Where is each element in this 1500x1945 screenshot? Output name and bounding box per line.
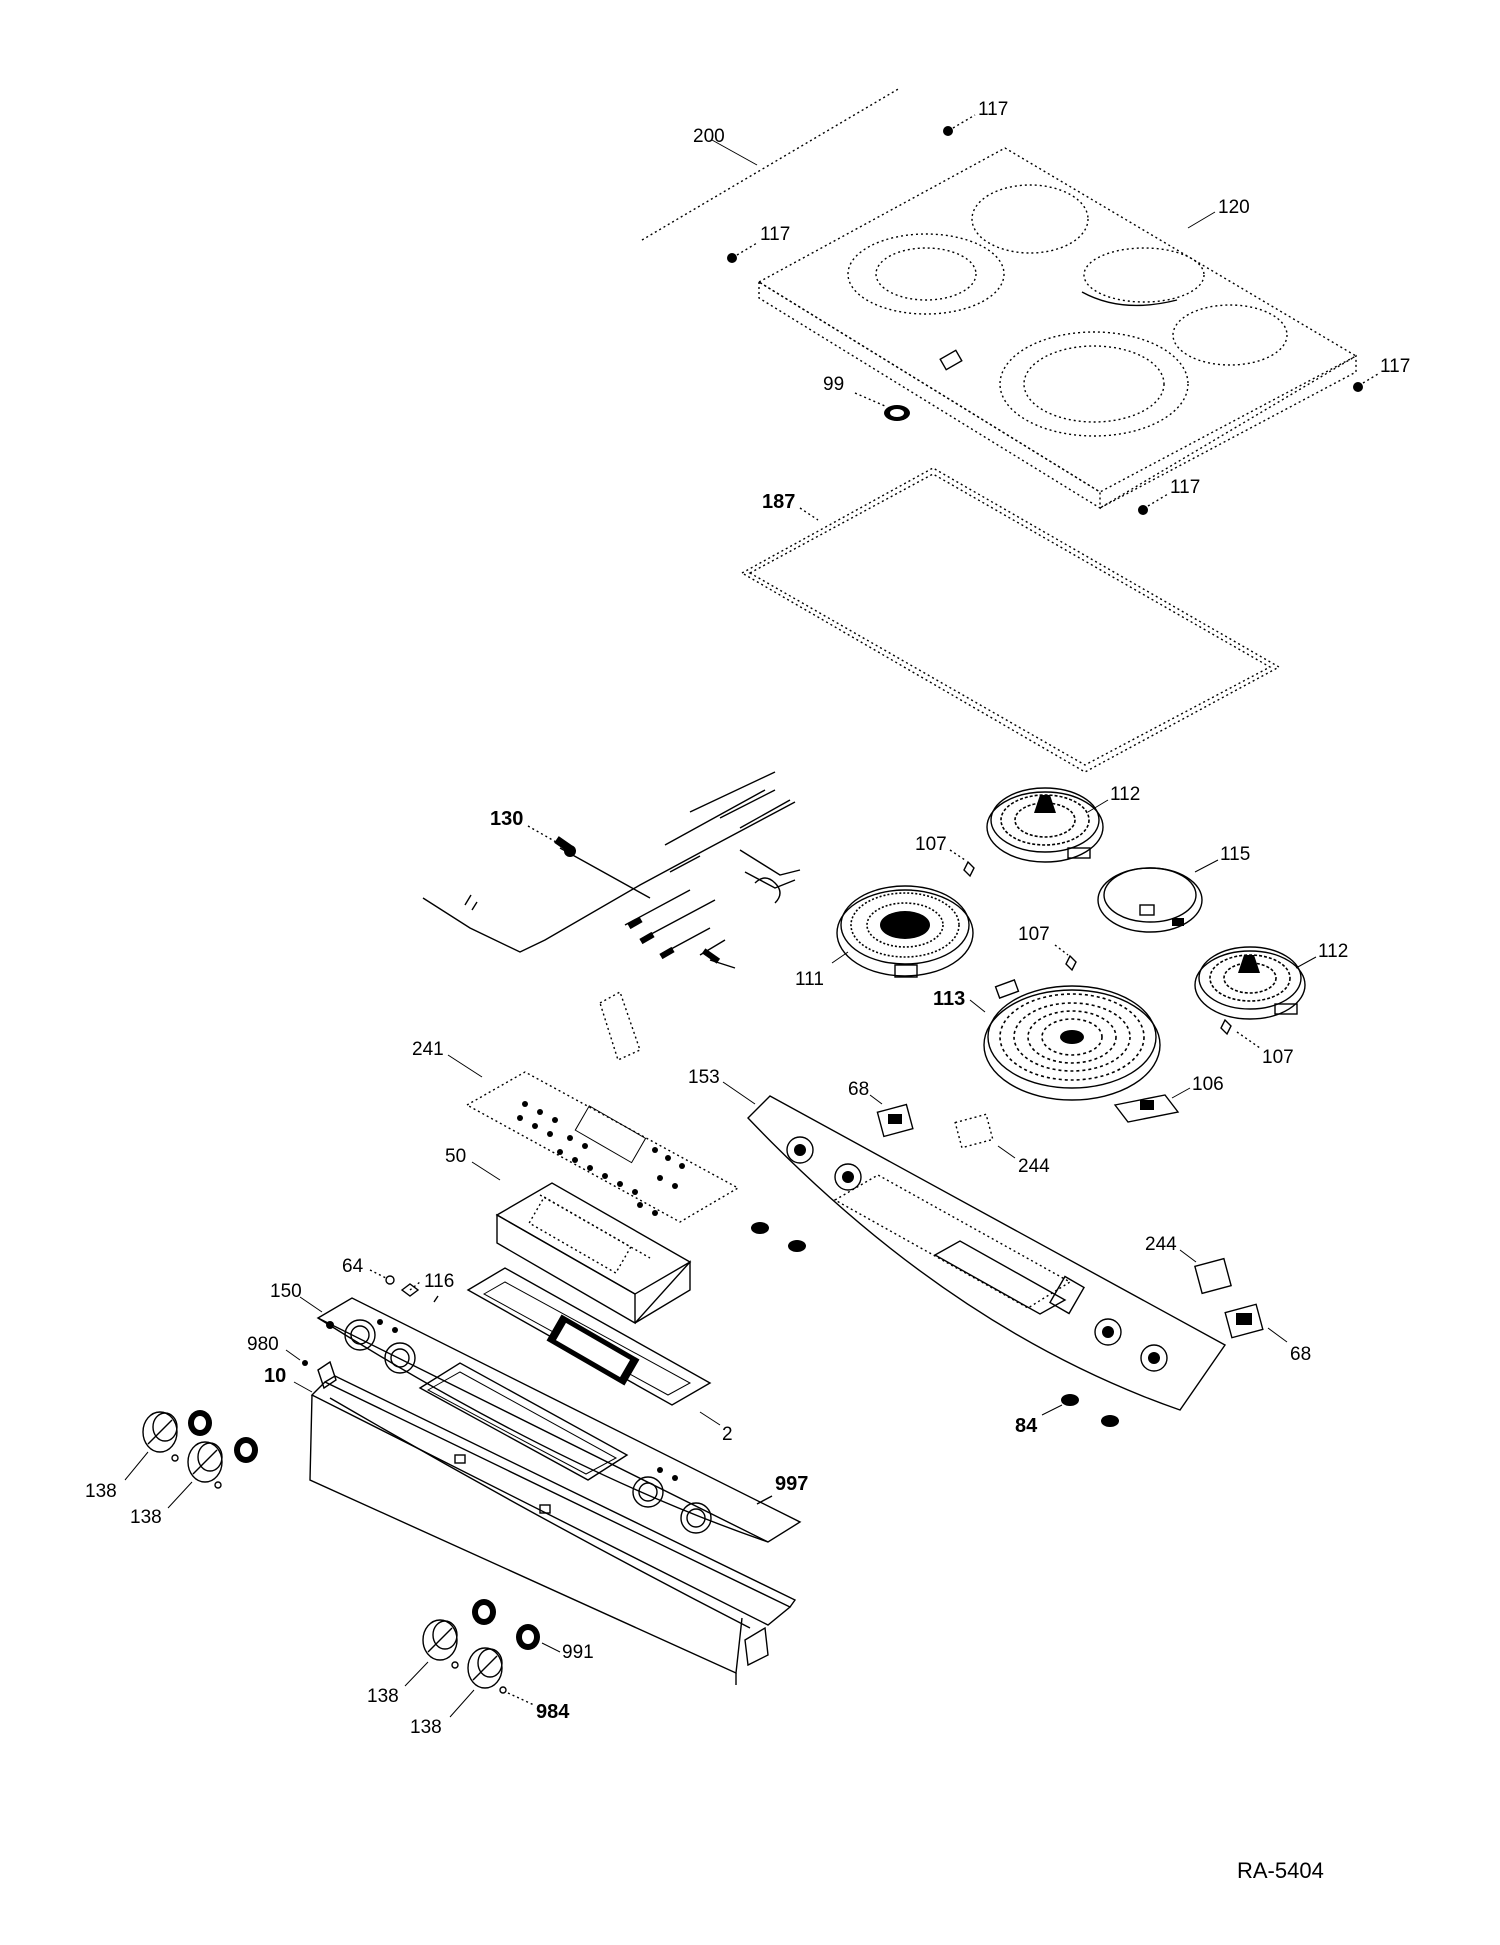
label-115: 115 <box>1220 844 1250 865</box>
part-130-wiring-harness <box>422 771 801 969</box>
part-153-control-panel-frame <box>722 1081 1227 1411</box>
label-980: 980 <box>247 1334 279 1355</box>
part-200-trim-strip <box>641 87 901 241</box>
label-138: 138 <box>367 1686 399 1707</box>
part-10-backguard <box>293 1360 797 1685</box>
label-50: 50 <box>445 1146 466 1167</box>
label-153: 153 <box>688 1067 720 1088</box>
label-138: 138 <box>130 1507 162 1528</box>
label-244: 244 <box>1018 1156 1050 1177</box>
part-112-surface-element-right <box>1194 946 1317 1020</box>
label-68: 68 <box>848 1079 869 1100</box>
part-50-control-board <box>471 1161 692 1325</box>
part-991-bezels <box>188 1410 561 1653</box>
label-84: 84 <box>1015 1415 1038 1437</box>
part-84-clips <box>751 1222 1119 1427</box>
part-106-bracket <box>1113 1087 1191 1123</box>
part-980-screw <box>285 1349 308 1366</box>
label-138: 138 <box>410 1717 442 1738</box>
label-241: 241 <box>412 1039 444 1060</box>
part-111-dual-surface-element <box>831 885 974 978</box>
part-138-knobs <box>124 1411 507 1718</box>
label-107: 107 <box>1262 1047 1294 1068</box>
label-10: 10 <box>264 1365 286 1387</box>
part-64-116-fasteners <box>369 1269 439 1303</box>
label-111: 111 <box>795 969 824 990</box>
label-244: 244 <box>1145 1234 1177 1255</box>
part-99-clip <box>854 392 910 421</box>
label-997: 997 <box>775 1473 808 1495</box>
label-117: 117 <box>1170 477 1200 498</box>
label-150: 150 <box>270 1281 302 1302</box>
part-107-screws <box>949 849 1261 1049</box>
part-120-glass-cooktop <box>757 147 1358 510</box>
label-99: 99 <box>823 374 844 395</box>
part-150-control-panel <box>299 1296 802 1543</box>
part-984-spring <box>507 1692 535 1706</box>
part-labels: 200 117 117 120 117 99 117 187 130 112 1… <box>85 99 1410 1738</box>
label-120: 120 <box>1218 197 1250 218</box>
label-130: 130 <box>490 808 523 830</box>
label-107: 107 <box>1018 924 1050 945</box>
part-997-screw <box>756 1495 773 1505</box>
part-244-switches <box>954 1113 1232 1295</box>
part-2-display-bracket <box>466 1267 721 1426</box>
label-117: 117 <box>978 99 1008 120</box>
label-106: 106 <box>1192 1074 1224 1095</box>
part-112-surface-element-top <box>986 787 1109 863</box>
label-112: 112 <box>1110 784 1140 805</box>
label-116: 116 <box>424 1271 454 1292</box>
part-115-trim-ring <box>1097 859 1219 933</box>
label-117: 117 <box>760 224 790 245</box>
label-112: 112 <box>1318 941 1348 962</box>
label-113: 113 <box>933 988 965 1010</box>
label-107: 107 <box>915 834 947 855</box>
part-113-large-surface-element <box>969 979 1161 1101</box>
label-991: 991 <box>562 1642 594 1663</box>
label-138: 138 <box>85 1481 117 1502</box>
part-187-gasket <box>740 467 1281 773</box>
label-64: 64 <box>342 1256 364 1277</box>
label-984: 984 <box>536 1701 570 1723</box>
part-241-keypad-overlay <box>447 990 740 1223</box>
part-117-screws <box>727 114 1379 515</box>
diagram-id: RA-5404 <box>1237 1858 1324 1883</box>
part-68-switches <box>869 1094 1288 1343</box>
label-68: 68 <box>1290 1344 1311 1365</box>
label-187: 187 <box>762 491 795 513</box>
label-117: 117 <box>1380 356 1410 377</box>
label-200: 200 <box>693 126 725 147</box>
label-2: 2 <box>722 1424 733 1445</box>
